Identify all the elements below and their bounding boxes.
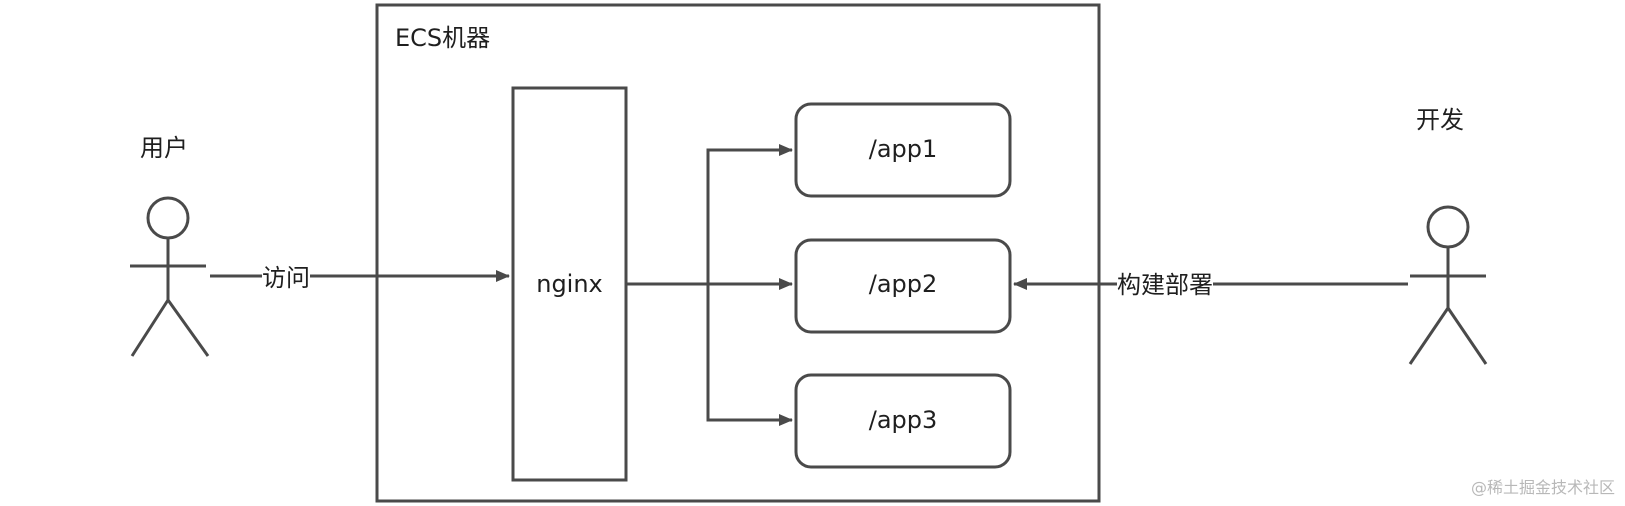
- app3-label: /app3: [868, 406, 938, 434]
- ecs-container: [375, 3, 1101, 503]
- ecs-container-label: ECS机器: [395, 24, 491, 52]
- deploy-edge-label: 构建部署: [1117, 271, 1213, 299]
- developer-actor-icon: [1408, 205, 1488, 365]
- route-app3-edge: [706, 284, 793, 426]
- user-actor-label: 用户: [140, 134, 188, 162]
- app2-label: /app2: [868, 270, 938, 298]
- developer-actor-label: 开发: [1416, 106, 1464, 134]
- visit-edge-label: 访问: [262, 264, 310, 292]
- app1-node: [794, 102, 1012, 198]
- app3-node: [794, 373, 1012, 469]
- watermark: @稀土掘金技术社区: [1470, 478, 1615, 497]
- user-actor-icon: [130, 196, 210, 357]
- route-app1-edge: [706, 144, 793, 284]
- app2-node: [794, 238, 1012, 334]
- nginx-label: nginx: [536, 270, 603, 298]
- app1-label: /app1: [868, 135, 938, 163]
